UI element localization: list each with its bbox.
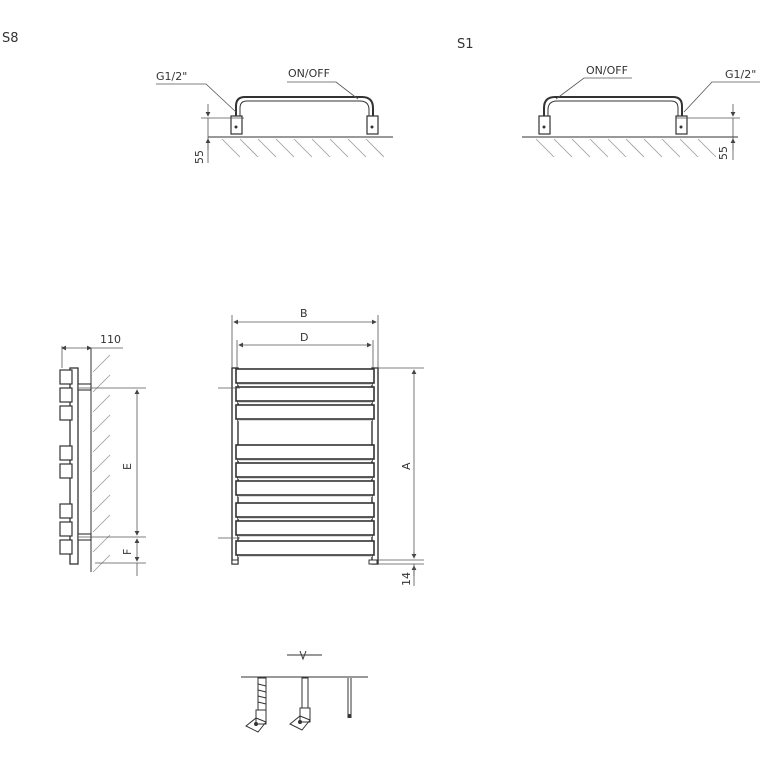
s8-wall-hatch: [221, 138, 385, 158]
s8-left-bracket: [230, 115, 243, 135]
front-view: B D A 14: [218, 307, 424, 586]
s8-connection-label: G1/2": [156, 70, 187, 83]
bar: [235, 480, 375, 496]
heating-element-detail: [241, 650, 368, 733]
s1-top-view: S1 ON/OFF G1/2" 55: [457, 37, 760, 160]
side-bar-ends: [59, 369, 73, 555]
bar: [235, 520, 375, 536]
depth-label: 110: [100, 333, 121, 346]
dim-a-label: A: [400, 462, 413, 470]
side-wall-hatch: [92, 354, 111, 573]
dim-d-label: D: [300, 331, 308, 344]
s8-rail: [235, 96, 374, 118]
dim-b-label: B: [300, 307, 308, 320]
dim-e-label: E: [121, 463, 134, 470]
s8-switch-label: ON/OFF: [288, 67, 330, 80]
dim-f-label: F: [121, 549, 134, 555]
bar-group-bottom: [235, 502, 375, 557]
s1-wall-hatch: [535, 138, 717, 158]
bottom-offset-label: 14: [400, 572, 413, 586]
s1-rail: [543, 96, 683, 118]
s8-offset-label: 55: [193, 150, 206, 164]
bar-group-top: [235, 368, 375, 421]
s1-left-bracket: [538, 115, 551, 135]
bar: [235, 540, 375, 556]
element-rod: [347, 678, 352, 718]
s8-right-bracket: [366, 115, 379, 135]
side-top-bracket: [77, 383, 92, 391]
s1-label: S1: [457, 37, 474, 52]
element-coiled: [245, 677, 267, 733]
bar: [235, 386, 375, 402]
s1-switch-label: ON/OFF: [586, 64, 628, 77]
bar: [235, 462, 375, 478]
bar: [235, 404, 375, 420]
bar-group-middle: [235, 444, 375, 497]
bar: [235, 368, 375, 384]
bar: [235, 502, 375, 518]
s1-offset-label: 55: [717, 146, 730, 160]
s8-label: S8: [2, 31, 19, 46]
s8-top-view: S8 G1/2" ON/OFF 55: [2, 31, 393, 164]
side-view: 110 E F: [59, 333, 146, 576]
element-straight: [289, 677, 311, 731]
s1-right-bracket: [675, 115, 688, 135]
s1-connection-label: G1/2": [725, 68, 756, 81]
bar: [235, 444, 375, 460]
